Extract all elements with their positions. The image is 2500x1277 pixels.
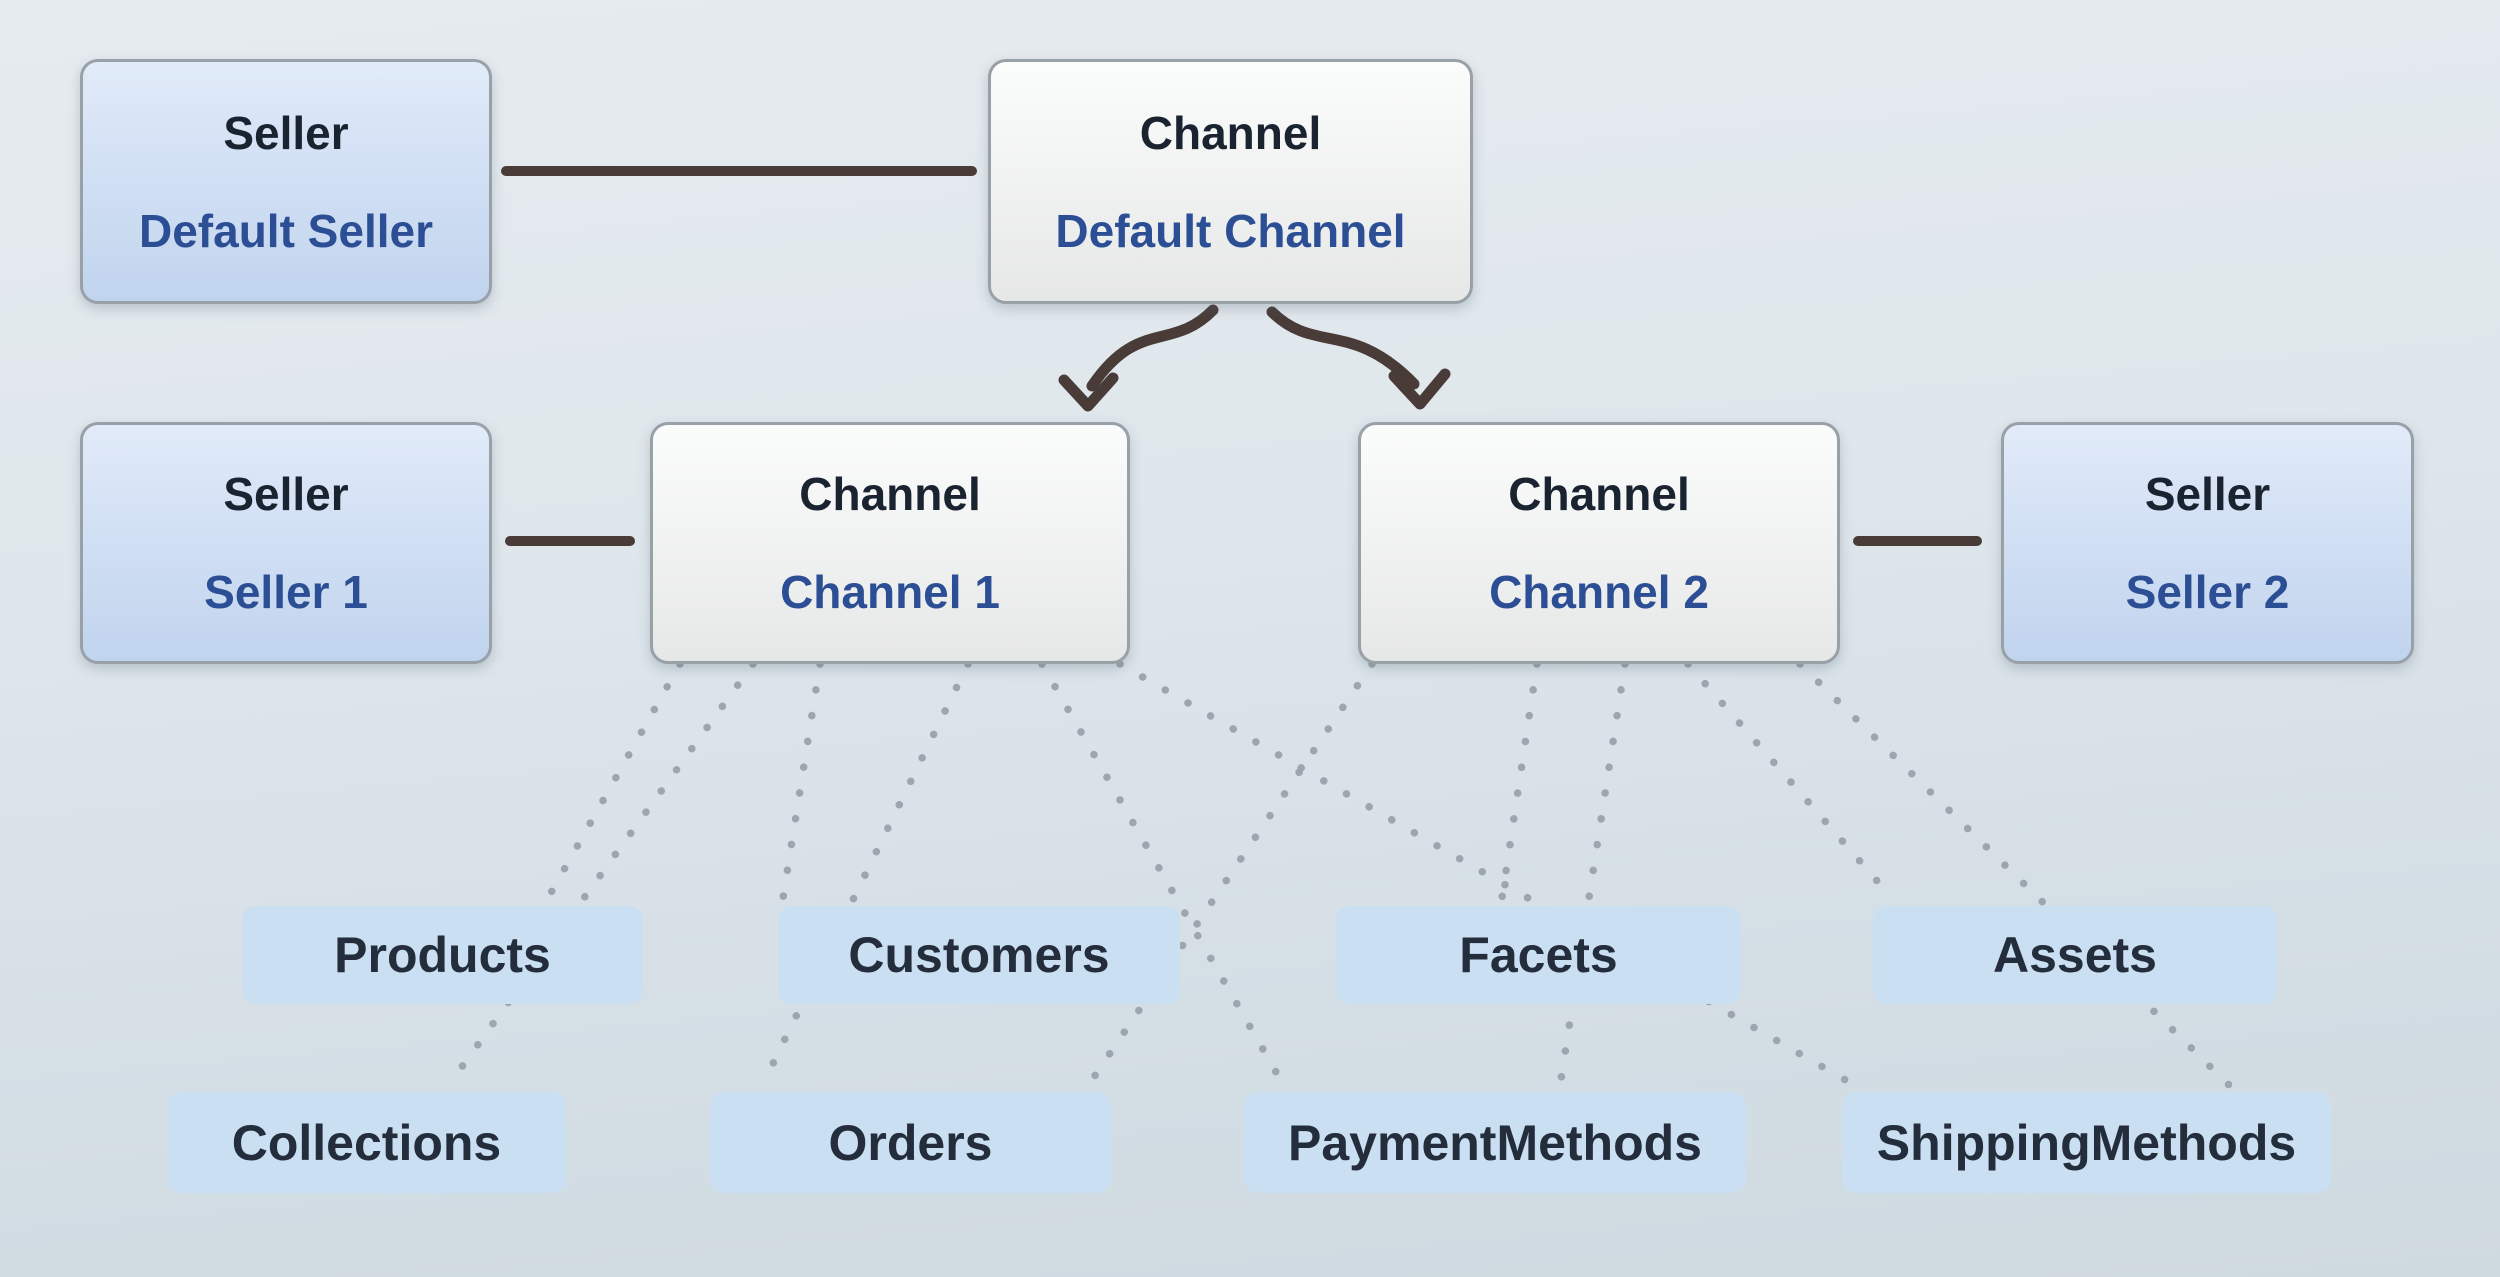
node-type-label: Seller [223, 468, 349, 520]
link-channel-2-payment-methods [1556, 660, 1629, 1090]
link-channel-1-orders [758, 660, 972, 1090]
entity-products: Products [242, 906, 643, 1004]
node-name-label: Default Seller [139, 204, 433, 257]
entity-facets: Facets [1336, 906, 1741, 1004]
node-name-label: Seller 1 [204, 566, 368, 618]
entity-assets: Assets [1873, 906, 2277, 1004]
node-type-label: Channel [799, 468, 981, 520]
node-name-label: Seller 2 [2125, 566, 2290, 618]
arrowhead-channel-default-channel-2 [1388, 368, 1451, 410]
entity-orders: Orders [710, 1092, 1111, 1193]
node-name-label: Channel 1 [780, 566, 1000, 618]
arrowhead-channel-default-channel-1 [1058, 372, 1119, 412]
link-channel-1-payment-methods [1038, 660, 1288, 1090]
node-name-label: Channel 2 [1489, 566, 1709, 618]
link-channel-1-customers [779, 660, 824, 902]
link-channel-1-collections [444, 660, 757, 1090]
entity-customers: Customers [778, 906, 1180, 1004]
node-type-label: Seller [2144, 468, 2271, 520]
node-name-label: Default Channel [1055, 204, 1406, 257]
link-channel-2-shipping-methods [1796, 660, 2234, 1090]
node-type-label: Channel [1508, 468, 1690, 520]
entity-shipping-methods: ShippingMethods [1842, 1092, 2331, 1193]
entity-payment-methods: PaymentMethods [1244, 1092, 1746, 1193]
entity-collections: Collections [167, 1092, 566, 1193]
link-channel-2-facets [1498, 660, 1541, 902]
node-seller-2: Seller Seller 2 [2001, 422, 2414, 664]
node-channel-2: Channel Channel 2 [1358, 422, 1840, 664]
link-channel-1-shipping-methods [1116, 660, 1860, 1090]
node-type-label: Seller [223, 106, 349, 159]
node-channel-default: Channel Default Channel [988, 59, 1473, 304]
link-channel-default-channel-1 [1086, 304, 1219, 392]
link-channel-default-channel-2 [1266, 306, 1420, 390]
node-type-label: Channel [1139, 106, 1322, 159]
link-channel-2-assets [1684, 660, 1896, 902]
node-seller-default: Seller Default Seller [80, 59, 492, 304]
link-channel-1-products [544, 660, 684, 902]
node-seller-1: Seller Seller 1 [80, 422, 492, 664]
node-channel-1: Channel Channel 1 [650, 422, 1130, 664]
